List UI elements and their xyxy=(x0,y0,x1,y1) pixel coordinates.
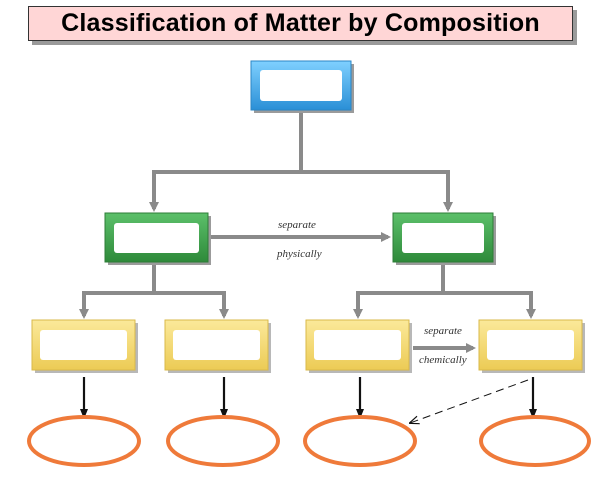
dashed-arrow xyxy=(410,379,529,423)
oval-4 xyxy=(479,415,591,467)
label-separate-chemical: separate xyxy=(424,325,462,337)
middle-box-right xyxy=(392,212,496,265)
bottom-box-3 xyxy=(305,319,412,373)
diagram-title: Classification of Matter by Composition xyxy=(61,9,540,37)
middle-box-left xyxy=(104,212,211,265)
oval-2 xyxy=(166,415,280,467)
oval-1 xyxy=(27,415,141,467)
arrows-to-ovals xyxy=(80,377,537,419)
label-separate-physical: separate xyxy=(278,219,316,231)
ovals xyxy=(27,415,591,467)
title-banner: Classification of Matter by Composition xyxy=(28,6,573,41)
label-chemically: chemically xyxy=(419,354,467,366)
label-physically: physically xyxy=(277,248,322,260)
oval-3 xyxy=(303,415,417,467)
bottom-box-4 xyxy=(478,319,585,373)
bottom-box-2 xyxy=(164,319,271,373)
bottom-box-1 xyxy=(31,319,138,373)
connectors xyxy=(79,108,536,353)
top-box xyxy=(250,60,354,113)
